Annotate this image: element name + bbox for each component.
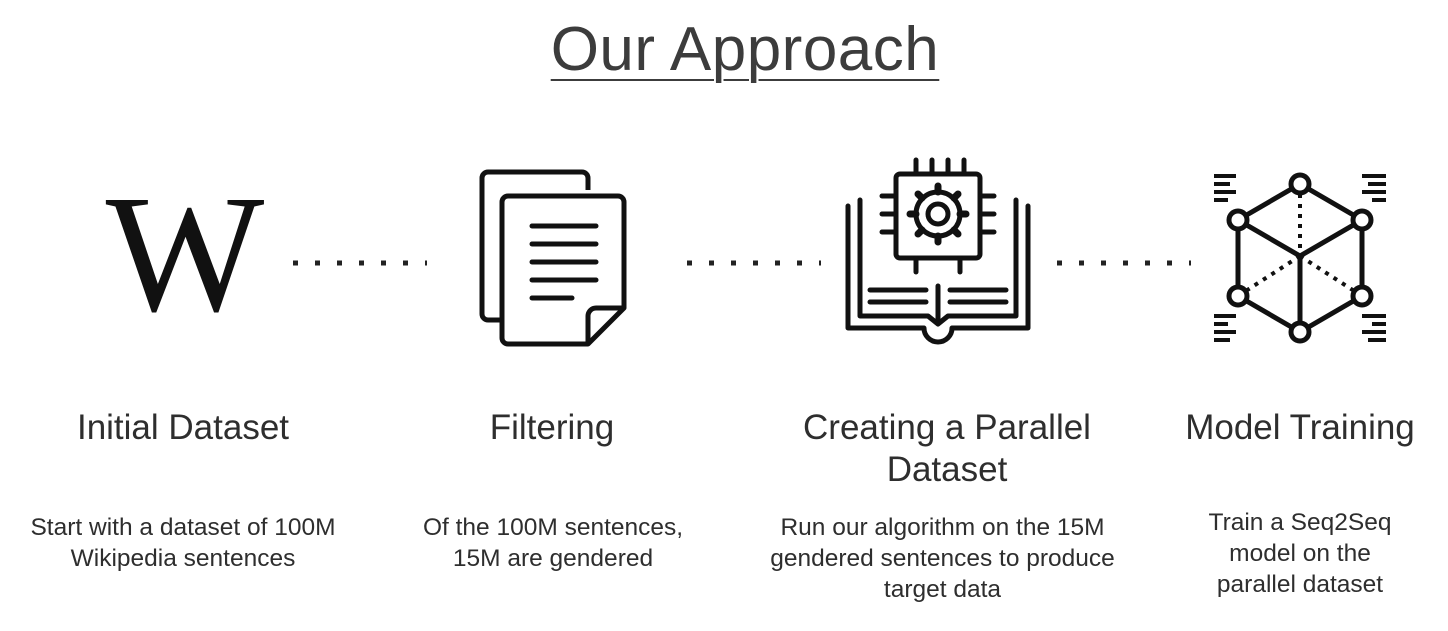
network-cube-icon (1214, 172, 1386, 344)
wikipedia-logo-icon: W (106, 190, 265, 320)
step-title-filtering: Filtering (489, 408, 615, 447)
connector-dots-2 (687, 260, 821, 266)
step-desc-filtering: Of the 100M sentences, 15M are gendered (422, 514, 684, 572)
page-title: Our Approach (550, 15, 940, 84)
connector-dots-3 (1057, 260, 1191, 266)
step-title-model-training: Model Training (1185, 408, 1415, 447)
step-desc-model-training: Train a Seq2Seq model on the parallel da… (1208, 509, 1392, 598)
documents-icon (479, 169, 627, 347)
step-title-initial-dataset: Initial Dataset (76, 408, 290, 447)
step-title-creating-parallel-dataset: Creating a Parallel Dataset (803, 408, 1091, 489)
svg-text:W: W (106, 190, 265, 320)
step-desc-creating-parallel-dataset: Run our algorithm on the 15M gendered se… (770, 514, 1115, 603)
book-chip-gear-icon (845, 157, 1031, 345)
connector-dots-1 (293, 260, 427, 266)
step-desc-initial-dataset: Start with a dataset of 100M Wikipedia s… (30, 514, 336, 572)
